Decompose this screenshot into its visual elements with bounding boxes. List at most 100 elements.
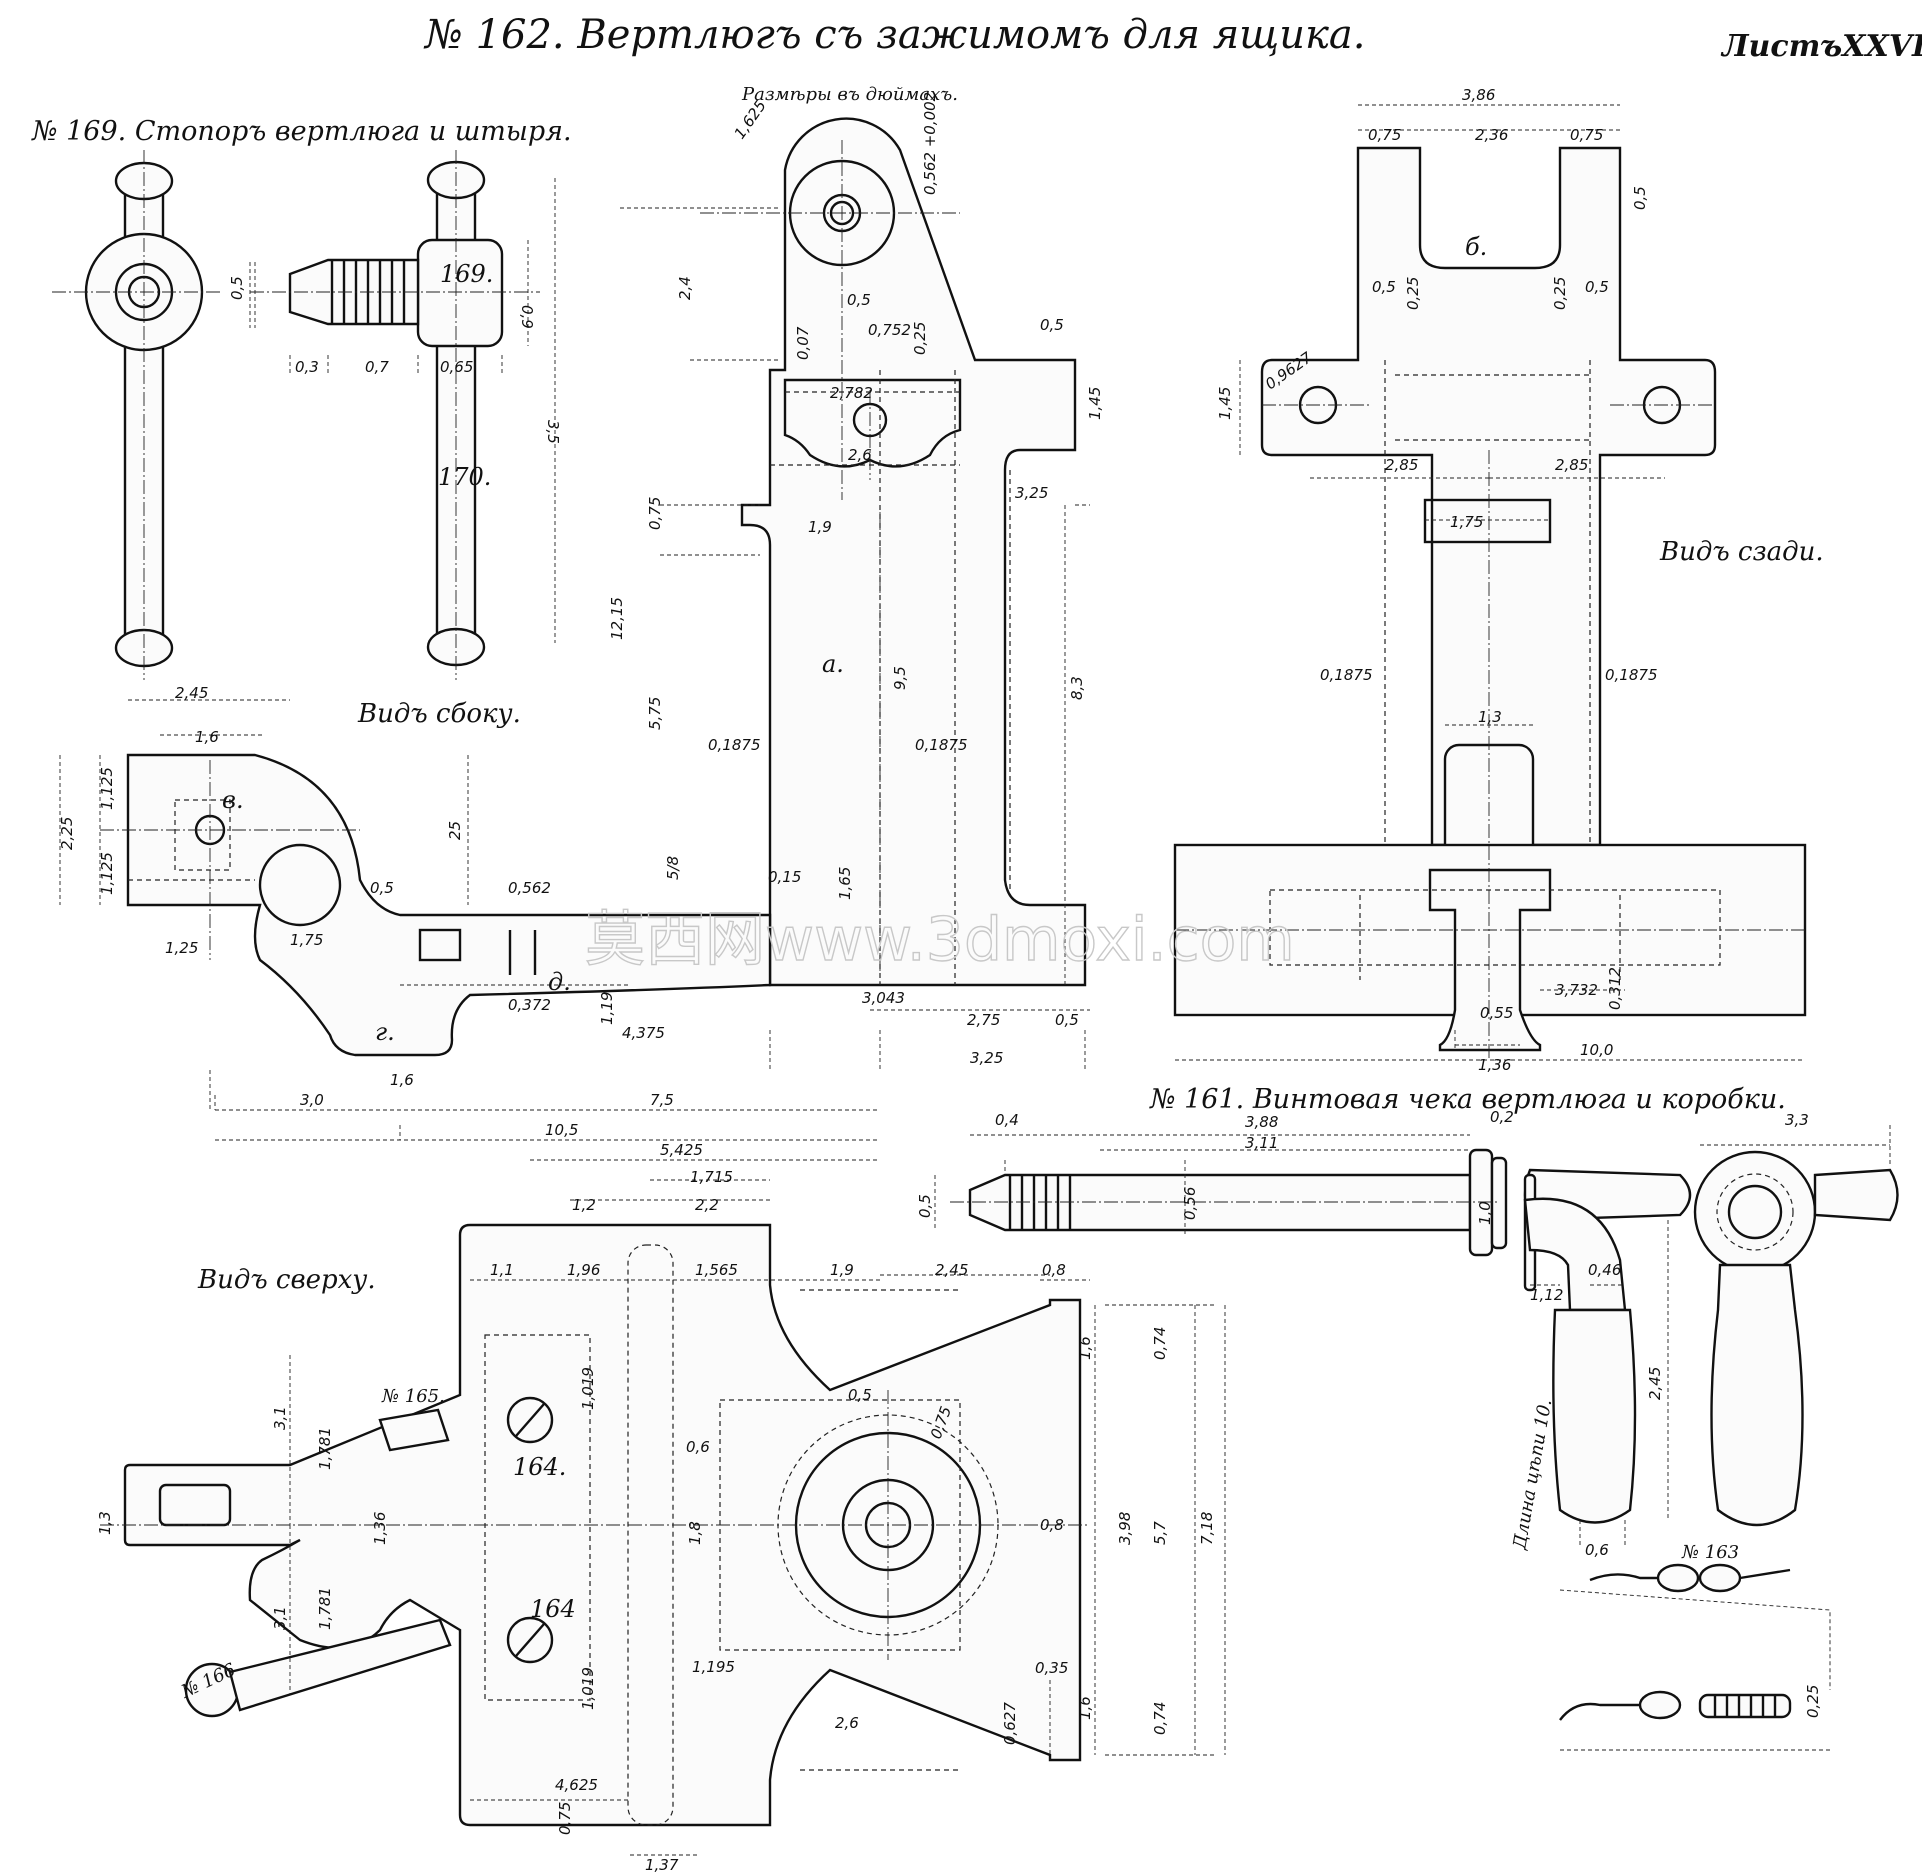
caption-part-163: № 163 — [1681, 1542, 1739, 1563]
dim-0-9: 0,9 — [518, 305, 536, 329]
dim-0-5-rear: 0,5 — [1631, 186, 1649, 210]
dim-0-1875-a: 0,1875 — [708, 736, 761, 754]
dim-1-715: 1,715 — [690, 1168, 733, 1186]
dim-0-372: 0,372 — [508, 996, 551, 1014]
dim-1-6-side: 1,6 — [195, 728, 219, 746]
dim-5-7: 5,7 — [1151, 1521, 1169, 1545]
dim-7-18: 7,18 — [1198, 1512, 1216, 1545]
dim-1-37: 1,37 — [645, 1856, 679, 1874]
dim-10-0: 10,0 — [1580, 1041, 1613, 1059]
dim-0-5-161: 0,5 — [916, 1194, 934, 1218]
dim-3-5: 3,5 — [544, 420, 562, 444]
dim-5-75: 5,75 — [646, 697, 664, 730]
dim-1-45-rear: 1,45 — [1216, 387, 1234, 420]
dim-10-5: 10,5 — [545, 1121, 578, 1139]
dim-1-36-top: 1,36 — [371, 1512, 389, 1545]
dim-0-7: 0,7 — [365, 358, 389, 376]
dim-0-5: 0,5 — [228, 276, 246, 300]
dim-4-625: 4,625 — [555, 1776, 598, 1794]
dim-1-6-side-b: 1,6 — [390, 1071, 414, 1089]
swivel-body-front-view — [620, 117, 1090, 1070]
label-part-v: в. — [222, 786, 244, 814]
dim-1-781-b: 1,781 — [316, 1587, 334, 1630]
dim-1-6-top-b: 1,6 — [1076, 1696, 1094, 1720]
label-part-g: г. — [375, 1018, 395, 1046]
dim-0-5-rear-c: 0,5 — [1585, 278, 1609, 296]
sheet-number: ЛистъXXVI — [1720, 29, 1922, 64]
dim-3-3: 3,3 — [1785, 1111, 1809, 1129]
dim-1-3-top: 1,3 — [96, 1511, 114, 1535]
dim-1-781-a: 1,781 — [316, 1427, 334, 1470]
chain-part-163 — [1559, 1563, 1831, 1751]
caption-rear-view: Видъ сзади. — [1659, 537, 1824, 567]
dim-0-75-rear-b: 0,75 — [1570, 126, 1603, 144]
dim-1-12: 1,12 — [1530, 1286, 1563, 1304]
dim-0-5-side: 0,5 — [370, 879, 394, 897]
dim-1-2: 1,2 — [572, 1196, 596, 1214]
dim-2-45-top: 2,45 — [935, 1261, 968, 1279]
dim-0-1875-rear-b: 0,1875 — [1605, 666, 1658, 684]
dim-2-6-top: 2,6 — [835, 1714, 859, 1732]
label-part-d: д. — [548, 968, 571, 996]
dim-1-1: 1,1 — [490, 1261, 514, 1279]
dim-4-375: 4,375 — [622, 1024, 665, 1042]
dim-1-3: 1,3 — [1478, 708, 1502, 726]
dim-1-65: 1,65 — [836, 867, 854, 900]
dim-1-9-top: 1,9 — [830, 1261, 854, 1279]
dim-1-0-161: 1,0 — [1476, 1201, 1494, 1225]
dim-2-45-side: 2,45 — [175, 684, 208, 702]
label-part-164-b: 164 — [530, 1595, 576, 1623]
dim-2-45-161: 2,45 — [1646, 1367, 1664, 1400]
dim-0-8-top: 0,8 — [1042, 1261, 1066, 1279]
dim-1-9: 1,9 — [808, 518, 832, 536]
sheet-title: № 162. Вертлюгъ съ зажимомъ для ящика. — [423, 12, 1365, 58]
swivel-side-view — [59, 699, 880, 1141]
dim-1-96: 1,96 — [567, 1261, 600, 1279]
dim-1-36: 1,36 — [1478, 1056, 1511, 1074]
dim-0-312: 0,312 — [1606, 967, 1624, 1010]
caption-part-161: № 161. Винтовая чека вертлюга и коробки. — [1149, 1084, 1786, 1115]
dim-2-782: 2,782 — [830, 384, 873, 402]
dim-3-0: 3,0 — [300, 1091, 324, 1109]
dim-1-125-b: 1,125 — [98, 852, 116, 895]
dim-0-46: 0,46 — [1588, 1261, 1621, 1279]
swivel-rear-view — [1173, 104, 1807, 1061]
dim-0-75: 0,75 — [646, 497, 664, 530]
dim-1-125-a: 1,125 — [98, 767, 116, 810]
dim-0-25-rear-b: 0,25 — [1551, 277, 1569, 310]
dim-1-75-side: 1,75 — [290, 931, 323, 949]
dim-2-85-a: 2,85 — [1385, 456, 1418, 474]
dim-0-5-top: 0,5 — [848, 1386, 872, 1404]
dim-2-85-b: 2,85 — [1555, 456, 1588, 474]
dim-1-019-a: 1,019 — [579, 1367, 597, 1410]
dim-2-75: 2,75 — [967, 1011, 1000, 1029]
dim-3-98: 3,98 — [1116, 1512, 1134, 1545]
dim-0-75-top: 0,75 — [556, 1802, 574, 1835]
label-part-164-a: 164. — [513, 1453, 566, 1481]
dim-0-1875-rear-a: 0,1875 — [1320, 666, 1373, 684]
dim-3-25-b: 3,25 — [970, 1049, 1003, 1067]
dim-0-35: 0,35 — [1035, 1659, 1068, 1677]
dim-0-5-b: 0,5 — [847, 291, 871, 309]
watermark-text: 莫西网www.3dmoxi.com — [585, 905, 1295, 975]
dim-8-3: 8,3 — [1068, 676, 1086, 700]
dim-0-6: 0,6 — [1585, 1541, 1609, 1559]
dim-0-07: 0,07 — [794, 326, 812, 360]
dim-12-15: 12,15 — [608, 597, 626, 640]
dim-1-25: 1,25 — [165, 939, 198, 957]
dim-0-4: 0,4 — [995, 1111, 1019, 1129]
dim-0-752: 0,752 — [868, 321, 911, 339]
dim-9-5: 9,5 — [891, 666, 909, 690]
dim-3-1-b: 3,1 — [271, 1606, 289, 1630]
dim-3-732: 3,732 — [1555, 981, 1598, 999]
dim-0-25: 0,25 — [911, 322, 929, 355]
units-note: Размѣры въ дюймахъ. — [741, 84, 958, 105]
dim-0-6-top: 0,6 — [686, 1438, 710, 1456]
caption-part-169: № 169. Стопоръ вертлюга и штыря. — [31, 116, 572, 147]
dim-3-88: 3,88 — [1245, 1113, 1278, 1131]
dim-0-2: 0,2 — [1490, 1108, 1514, 1126]
caption-side-view: Видъ сбоку. — [357, 699, 521, 729]
dim-0-25-163: 0,25 — [1804, 1685, 1822, 1718]
label-part-170: 170. — [438, 463, 491, 491]
dim-0-1875-b: 0,1875 — [915, 736, 968, 754]
